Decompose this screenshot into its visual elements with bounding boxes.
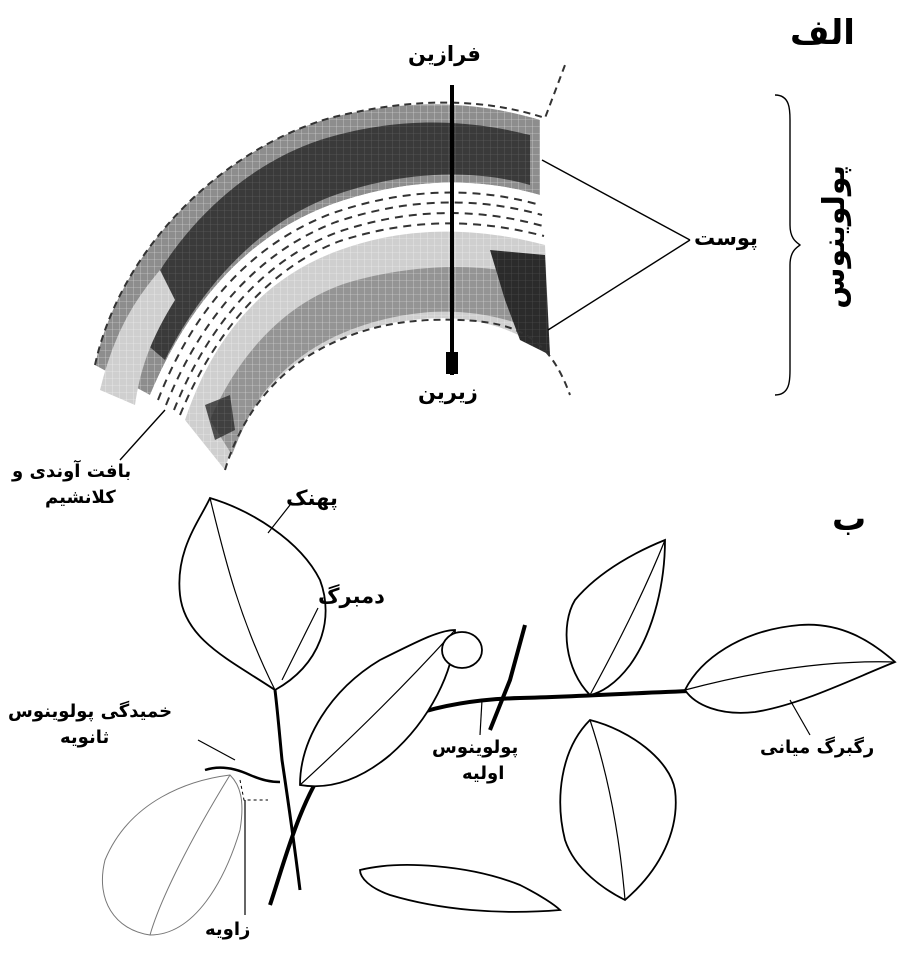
label-primary-2: اولیه [462,764,504,785]
label-petiole: دمبرگ [318,584,385,608]
leaf-upper-left [179,498,325,690]
leaf-faint-left [102,775,242,935]
label-secondary-2: ثانویه [60,728,109,749]
panel-b-marker: ب [832,500,866,539]
bud [442,632,482,668]
label-vascular-1: بافت آوندی و [12,462,131,483]
panel-a-marker: الف [790,14,855,53]
label-lamina: پهنک [286,486,338,510]
label-angle: زاویه [205,920,250,941]
label-cortex: پوست [694,226,758,250]
label-pulvinus: پولوینوس [818,165,853,309]
label-midrib: رگبرگ میانی [760,738,874,759]
leaf-bottom [360,865,560,912]
label-primary-1: پولوینوس [432,738,518,759]
label-bottom: زیرین [418,380,478,404]
label-vascular-2: کلانشیم [45,488,116,509]
leaf-right-upper [567,540,665,695]
label-secondary-1: خمیدگی پولوینوس [8,702,172,723]
leaf-right-lower [560,720,675,900]
shoot-drawing [102,498,895,935]
pulvinus-section [95,65,570,470]
label-top: فرازین [408,42,481,66]
